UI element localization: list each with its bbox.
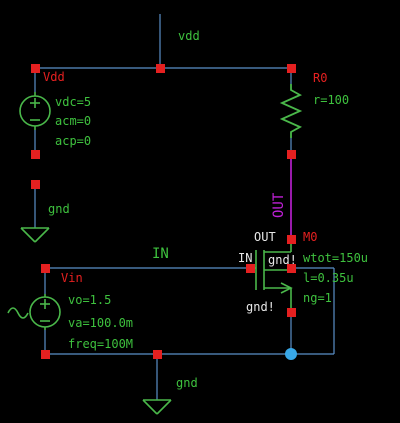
transistor-pin-source: gnd! [246,300,275,314]
terminal-m0-drain[interactable] [287,235,296,244]
transistor-param-2: ng=1 [303,291,332,305]
vin-source[interactable] [7,294,61,330]
vdd-source-param-0: vdc=5 [55,95,91,109]
transistor-pin-body: gnd! [268,253,297,267]
terminal-m0-gate[interactable] [246,264,255,273]
resistor-param-0: r=100 [313,93,349,107]
terminal-vdd-right[interactable] [287,64,296,73]
terminal-vdd-source-bottom[interactable] [31,150,40,159]
gnd-bottom-left [142,399,158,415]
transistor-param-0: wtot=150u [303,251,368,265]
vdd-source-name: Vdd [43,70,65,84]
terminal-vin-top[interactable] [41,264,50,273]
terminal-vdd-mid[interactable] [156,64,165,73]
transistor-pin-drain: OUT [254,230,276,244]
resistor-name: R0 [313,71,327,85]
transistor-m0[interactable] [250,240,293,312]
net-label-gnd-bottom: gnd [176,376,198,390]
vdd-source-param-2: acp=0 [55,134,91,148]
sine-wave-icon [7,307,29,319]
terminal-vdd-left[interactable] [31,64,40,73]
terminal-gnd-top[interactable] [31,180,40,189]
net-label-in: IN [152,246,169,262]
gnd-top-left [20,227,36,243]
resistor-r0[interactable] [279,84,303,138]
transistor-param-1: l=0.35u [303,271,354,285]
ground-symbol-bottom[interactable] [142,399,172,415]
terminals [31,64,296,359]
selection-dot[interactable] [285,348,297,360]
ground-symbol-top[interactable] [20,227,50,243]
m0-source-arrow [280,282,293,294]
net-label-out: OUT [271,192,287,218]
net-label-gnd-top: gnd [48,202,70,216]
vin-source-name: Vin [61,271,83,285]
gnd-bottom-right [156,399,172,415]
net-label-vdd: vdd [178,29,200,43]
terminal-m0-body[interactable] [287,264,296,273]
terminal-r0-bottom[interactable] [287,150,296,159]
gnd-top-right [34,227,50,243]
terminal-m0-source[interactable] [287,308,296,317]
vin-source-param-0: vo=1.5 [68,293,111,307]
transistor-name: M0 [303,230,317,244]
transistor-pin-gate: IN [238,251,252,265]
vin-source-param-1: va=100.0m [68,316,133,330]
terminal-vin-bottom[interactable] [41,350,50,359]
vdd-source[interactable] [19,92,51,130]
vin-source-param-2: freq=100M [68,337,133,351]
vdd-source-param-1: acm=0 [55,114,91,128]
terminal-gnd-bottom[interactable] [153,350,162,359]
